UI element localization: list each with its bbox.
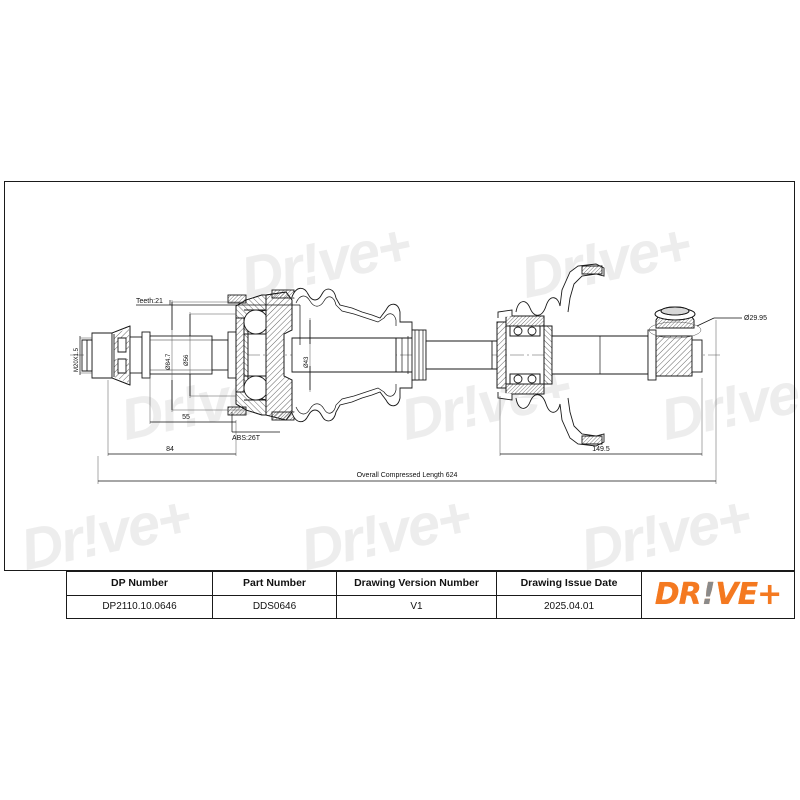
- drawing-version-header: Drawing Version Number: [337, 572, 496, 596]
- dim-84: 84: [166, 446, 174, 453]
- dp-number-value: DP2110.10.0646: [102, 601, 177, 613]
- dim-dia-right: Ø29.95: [744, 315, 767, 322]
- dp-number-header: DP Number: [67, 572, 212, 596]
- titleblock-column-part-number: Part Number DDS0646: [213, 572, 337, 618]
- dim-149-5: 149.5: [592, 446, 610, 453]
- dim-teeth: Teeth:21: [136, 298, 163, 305]
- part-number-header: Part Number: [213, 572, 336, 596]
- titleblock-column-dp-number: DP Number DP2110.10.0646: [67, 572, 213, 618]
- dim-abs: ABS:26T: [232, 435, 261, 442]
- dim-thread: M20X1.5: [74, 347, 80, 372]
- titleblock-column-drawing-version: Drawing Version Number V1: [337, 572, 497, 618]
- dim-overall-length: Overall Compressed Length 624: [357, 472, 458, 479]
- drive-plus-logo: DR!VE+: [654, 577, 783, 612]
- drawing-frame: [4, 181, 795, 571]
- title-block: DP Number DP2110.10.0646 Part Number DDS…: [66, 571, 795, 619]
- part-number-value: DDS0646: [252, 601, 297, 613]
- dim-dia-mid: Ø43: [304, 356, 310, 368]
- titleblock-column-logo: DR!VE+: [642, 572, 794, 618]
- issue-date-value: 2025.04.01: [543, 601, 595, 613]
- logo-text-part2: VE+: [715, 577, 782, 612]
- dim-dia-shaft-a: Ø84.7: [166, 353, 172, 370]
- dim-55: 55: [182, 414, 190, 421]
- titleblock-column-issue-date: Drawing Issue Date 2025.04.01: [497, 572, 642, 618]
- dim-dia-shaft-b: Ø56: [184, 354, 190, 366]
- drawing-version-value: V1: [410, 601, 423, 613]
- issue-date-header: Drawing Issue Date: [497, 572, 641, 596]
- logo-text-part1: DR: [654, 577, 702, 612]
- logo-exclamation-icon: !: [701, 577, 716, 612]
